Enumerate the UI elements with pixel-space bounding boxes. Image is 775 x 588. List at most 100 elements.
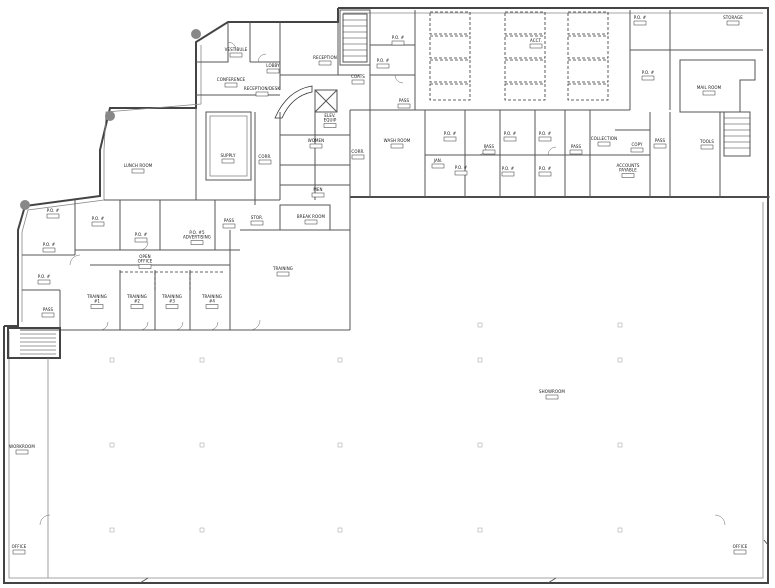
room-name: TRAINING#1 xyxy=(86,294,107,304)
room-number-tag xyxy=(653,143,667,149)
column-marker xyxy=(105,111,115,121)
room-label-pass-5: PASS xyxy=(222,218,236,229)
room-name: OFFICE xyxy=(733,544,748,549)
room-name: TRAINING#2 xyxy=(126,294,147,304)
room-number-tag xyxy=(702,90,716,96)
room-name: P.O. # xyxy=(38,274,51,279)
room-label-po-mid-5: P.O. # xyxy=(538,131,552,142)
room-label-training-1: TRAINING#1 xyxy=(86,294,107,309)
room-name: CORR. xyxy=(258,154,271,159)
exterior-walls xyxy=(3,7,769,584)
room-name: TRAINING xyxy=(272,266,293,271)
room-number-tag xyxy=(641,75,655,81)
room-name: SUPPLY xyxy=(220,153,235,158)
room-number-tag xyxy=(597,141,611,147)
room-number-tag xyxy=(190,240,204,245)
room-label-pass-4: PASS xyxy=(653,138,667,149)
room-number-tag xyxy=(454,170,468,176)
room-name: STOR. xyxy=(251,215,264,220)
room-number-tag xyxy=(46,213,60,219)
room-label-po-left-4: P.O. # xyxy=(135,232,148,243)
room-label-office-right: OFFICE xyxy=(733,544,748,555)
reception-desk-shape xyxy=(274,85,313,119)
doors xyxy=(39,41,726,526)
room-name: COPY xyxy=(631,142,643,147)
room-name: WORKROOM xyxy=(9,444,35,449)
stairs xyxy=(7,13,751,359)
room-label-po-left-2: P.O. # xyxy=(92,216,105,227)
room-number-tag xyxy=(138,264,152,269)
room-label-vestibule: VESTIBULE xyxy=(225,47,248,58)
room-number-tag xyxy=(501,171,515,177)
room-number-tag xyxy=(250,220,264,226)
room-number-tag xyxy=(538,136,552,142)
room-name: P.O. # xyxy=(392,35,405,40)
room-number-tag xyxy=(229,52,243,58)
column-marker xyxy=(191,29,201,39)
room-name: P.O. # xyxy=(539,131,552,136)
room-number-tag xyxy=(224,82,238,88)
room-number-tag xyxy=(538,171,552,177)
room-name: TOOLS xyxy=(699,139,714,144)
room-label-jan: JAN. xyxy=(431,158,445,169)
room-label-po-top-right: P.O. # xyxy=(634,15,647,26)
room-name: P.O. # xyxy=(43,242,56,247)
room-number-tag xyxy=(37,279,51,285)
room-number-tag xyxy=(390,143,404,149)
room-number-tag xyxy=(529,43,543,49)
room-label-coats: COATS xyxy=(351,74,365,85)
room-number-tag xyxy=(131,168,145,174)
room-number-tag xyxy=(621,173,635,178)
room-name: MAIL ROOM xyxy=(697,85,722,90)
room-number-tag xyxy=(482,149,496,155)
room-name: P.O. # xyxy=(377,58,390,63)
room-label-showroom: SHOWROOM xyxy=(539,389,565,400)
elevator xyxy=(314,89,338,113)
room-number-tag xyxy=(255,91,269,97)
room-number-tag xyxy=(258,159,272,165)
room-name: P.O. # xyxy=(634,15,647,20)
room-label-pass-6: PASS xyxy=(41,307,55,318)
room-label-corr-1: CORR. xyxy=(258,154,272,165)
room-number-tag xyxy=(733,549,747,555)
room-name: JAN. xyxy=(433,158,443,163)
room-label-training-4: TRAINING#4 xyxy=(201,294,222,309)
room-name: P.O. # xyxy=(504,131,517,136)
room-number-tag xyxy=(311,192,325,198)
room-label-lunch-room: LUNCH ROOM xyxy=(124,163,153,174)
column-marker xyxy=(20,200,30,210)
room-name: PASS xyxy=(43,307,54,312)
room-name: PASS xyxy=(224,218,235,223)
room-number-tag xyxy=(545,394,559,400)
room-number-tag xyxy=(391,40,405,46)
room-name: P.O. # xyxy=(642,70,655,75)
room-name: WOMEN xyxy=(308,138,325,143)
room-label-po-mid-3: P.O. # xyxy=(504,131,517,142)
dashed-partitions xyxy=(120,11,609,290)
room-name: CORR. xyxy=(351,149,364,154)
room-label-workroom: WORKROOM xyxy=(9,444,35,455)
room-label-training-2: TRAINING#2 xyxy=(126,294,147,309)
room-label-po-left-5: P.O. # xyxy=(37,274,51,285)
room-name: COLLECTION xyxy=(591,136,617,141)
room-number-tag xyxy=(309,143,323,149)
room-number-tag xyxy=(431,163,445,169)
room-name: WASH ROOM xyxy=(384,138,411,143)
room-name: OFFICE xyxy=(12,544,27,549)
room-label-training: TRAINING xyxy=(272,266,293,277)
room-name: STORAGE xyxy=(723,15,743,20)
room-number-tag xyxy=(351,79,365,85)
room-label-po-near-reception-2: P.O. # xyxy=(377,58,390,69)
column-grid xyxy=(47,322,623,578)
room-number-tag xyxy=(630,147,644,153)
room-number-tag xyxy=(221,158,235,164)
room-name: COATS xyxy=(351,74,365,79)
room-number-tag xyxy=(222,223,236,229)
room-label-pass-1: PASS xyxy=(397,98,411,109)
room-number-tag xyxy=(700,144,714,150)
